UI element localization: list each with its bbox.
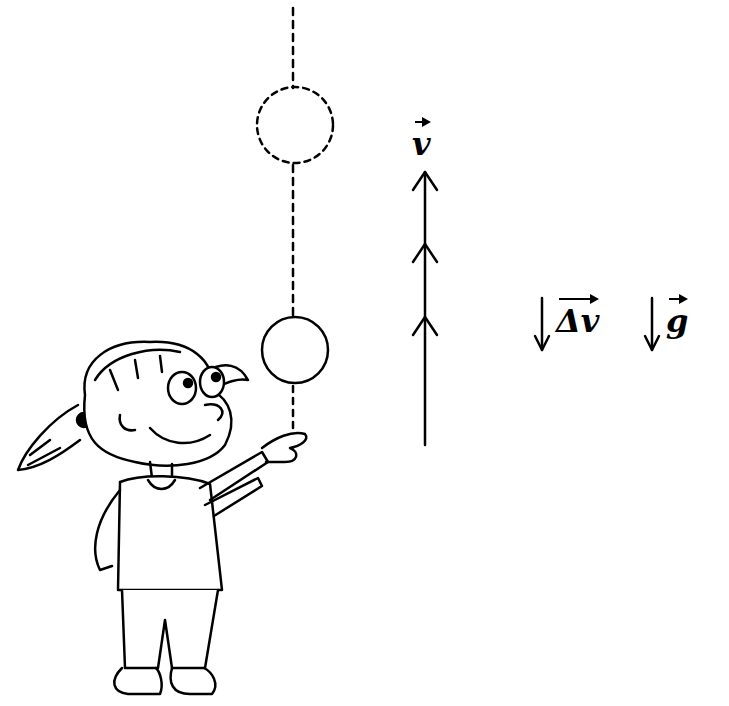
vector-label: v: [412, 118, 431, 160]
gravity-arrow: [645, 298, 659, 350]
trajectory-line: [292, 165, 295, 316]
vector-label: g: [666, 295, 688, 337]
vector-label: Δv: [556, 295, 599, 337]
trajectory-line: [292, 8, 295, 88]
delta-v-arrow: [535, 298, 549, 350]
ball: [262, 317, 328, 383]
velocity-arrow: [413, 172, 437, 445]
girl-figure: [18, 342, 306, 694]
ghost-ball: [257, 87, 333, 163]
trajectory-line: [292, 386, 295, 428]
